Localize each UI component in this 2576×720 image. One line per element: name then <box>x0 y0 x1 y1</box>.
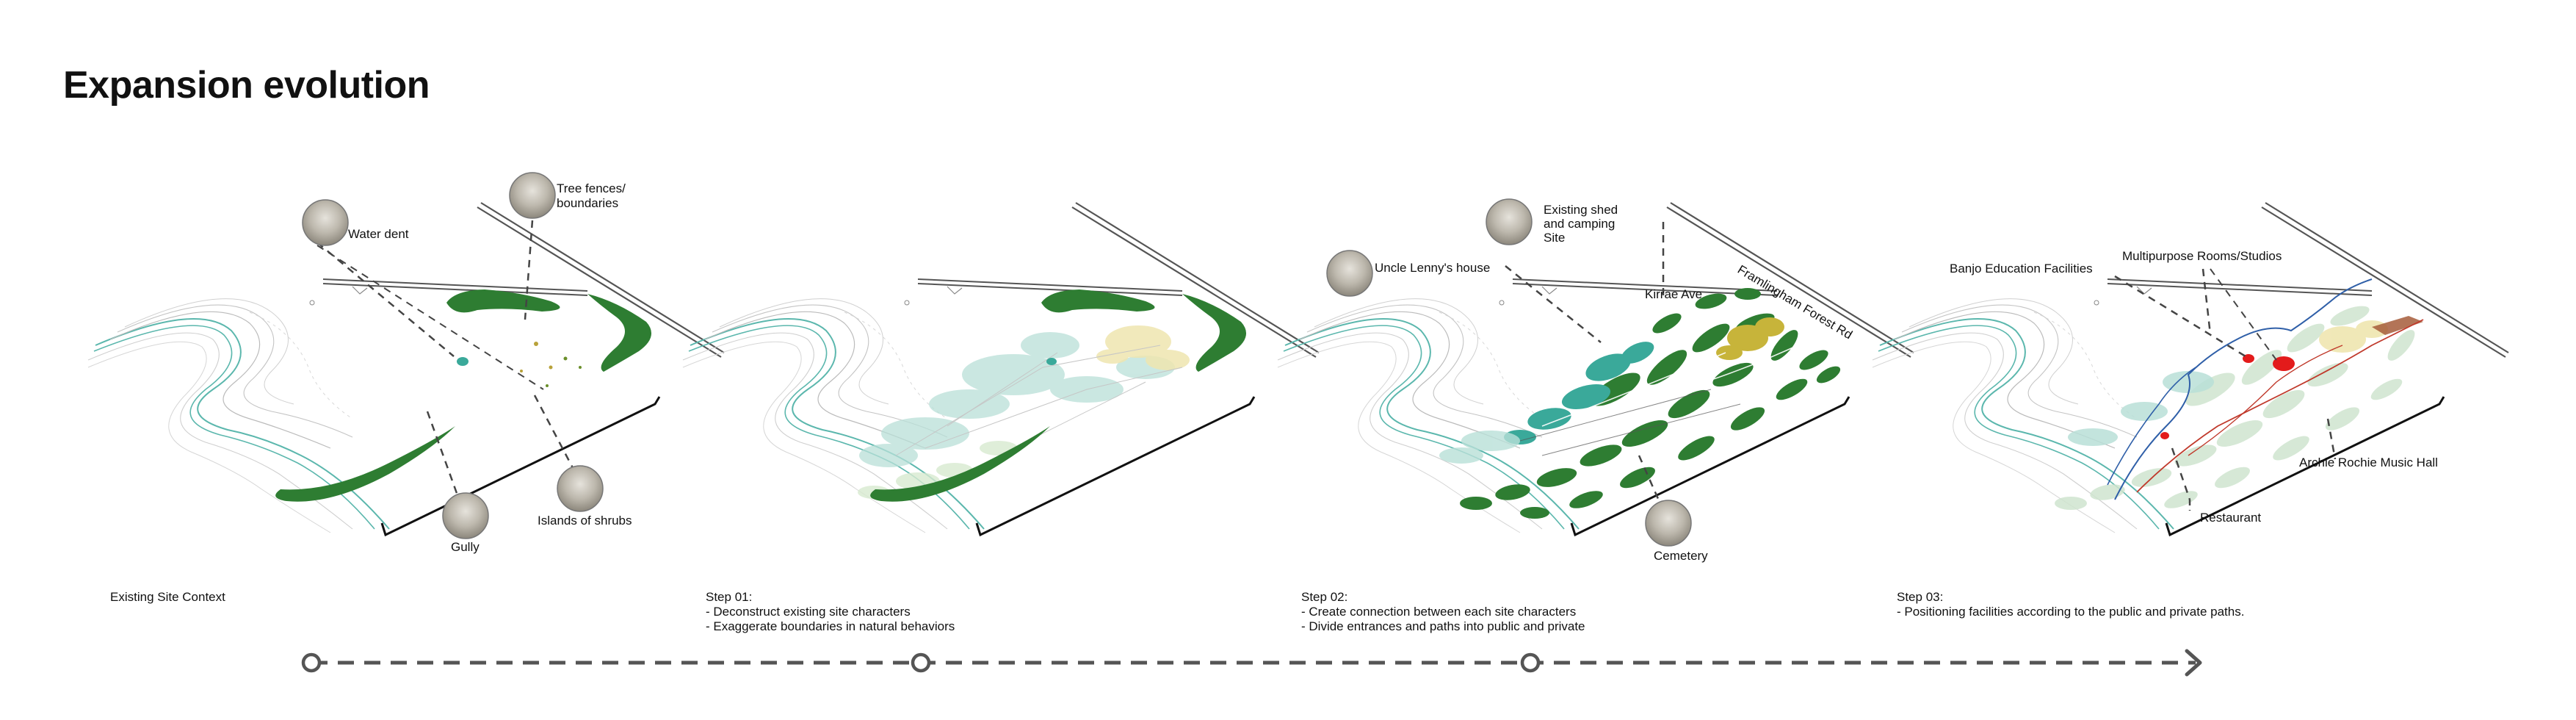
label-water-dent: Water dent <box>348 227 409 241</box>
cemetery-photo <box>1646 500 1691 546</box>
label-tree-fences-1: Tree fences/ <box>557 181 626 195</box>
label-restaurant: Restaurant <box>2200 511 2261 525</box>
caption-panel-4-line1: - Positioning facilities according to th… <box>1897 605 2244 619</box>
islands-photo <box>557 466 603 511</box>
caption-panel-2-line2: - Exaggerate boundaries in natural behav… <box>706 619 955 633</box>
caption-panel-3-line2: - Divide entrances and paths into public… <box>1301 619 1585 633</box>
timeline <box>303 651 2200 674</box>
label-uncle-lenny: Uncle Lenny's house <box>1375 261 1490 275</box>
timeline-node-3 <box>1522 655 1538 671</box>
panel-existing-site <box>88 203 724 535</box>
label-existing-shed-1: Existing shed <box>1544 203 1618 217</box>
caption-panel-1: Existing Site Context <box>110 590 225 604</box>
caption-panel-3-line1: - Create connection between each site ch… <box>1301 605 1576 619</box>
timeline-node-1 <box>303 655 319 671</box>
uncle-lenny-photo <box>1327 251 1372 296</box>
caption-panel-2-line1: - Deconstruct existing site characters <box>706 605 911 619</box>
panel-step-02 <box>1278 203 1914 535</box>
caption-panel-2-title: Step 01: <box>706 590 752 604</box>
label-existing-shed-2: and camping <box>1544 217 1615 231</box>
tree-fence-south <box>275 423 459 502</box>
gully-photo <box>443 493 488 539</box>
label-cemetery: Cemetery <box>1654 549 1708 563</box>
restaurant-marker <box>2160 432 2169 439</box>
label-banjo: Banjo Education Facilities <box>1950 262 2093 276</box>
tree-fence-east <box>587 294 651 372</box>
label-tree-fences-2: boundaries <box>557 196 618 210</box>
existing-shed-photo <box>1486 199 1532 245</box>
caption-panel-3-title: Step 02: <box>1301 590 1347 604</box>
label-islands: Islands of shrubs <box>538 514 632 528</box>
label-multipurpose: Multipurpose Rooms/Studios <box>2122 249 2282 263</box>
water-dent-shape <box>457 357 468 366</box>
label-gully: Gully <box>451 540 480 554</box>
timeline-node-2 <box>913 655 929 671</box>
water-dent-photo <box>303 200 348 245</box>
caption-panel-4-title: Step 03: <box>1897 590 1943 604</box>
label-kirrae-ave: Kirrae Ave <box>1645 287 1702 301</box>
label-archie: Archie Rochie Music Hall <box>2299 456 2438 469</box>
panel-step-01 <box>683 203 1319 535</box>
label-existing-shed-3: Site <box>1544 231 1565 245</box>
tree-fence-photo <box>510 173 555 218</box>
